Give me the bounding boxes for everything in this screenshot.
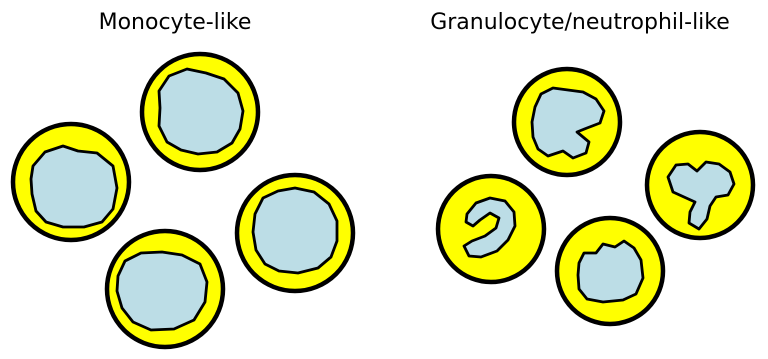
- granulocyte-cell-bottom: [557, 218, 663, 324]
- monocyte-cell-bottom-nucleus: [117, 252, 207, 330]
- granulocyte-cell-right: [647, 132, 753, 238]
- granulocyte-cell-top: [514, 69, 620, 175]
- monocyte-cell-left-nucleus: [31, 146, 117, 227]
- granulocyte-cell-left-cytoplasm: [438, 176, 544, 282]
- monocyte-cell-right: [237, 175, 353, 291]
- monocyte-cell-bottom: [107, 231, 223, 347]
- monocyte-cell-left: [13, 124, 129, 240]
- monocyte-cell-top: [142, 54, 258, 170]
- monocyte-cell-right-nucleus: [253, 188, 337, 273]
- granulocyte-cell-left: [438, 176, 544, 282]
